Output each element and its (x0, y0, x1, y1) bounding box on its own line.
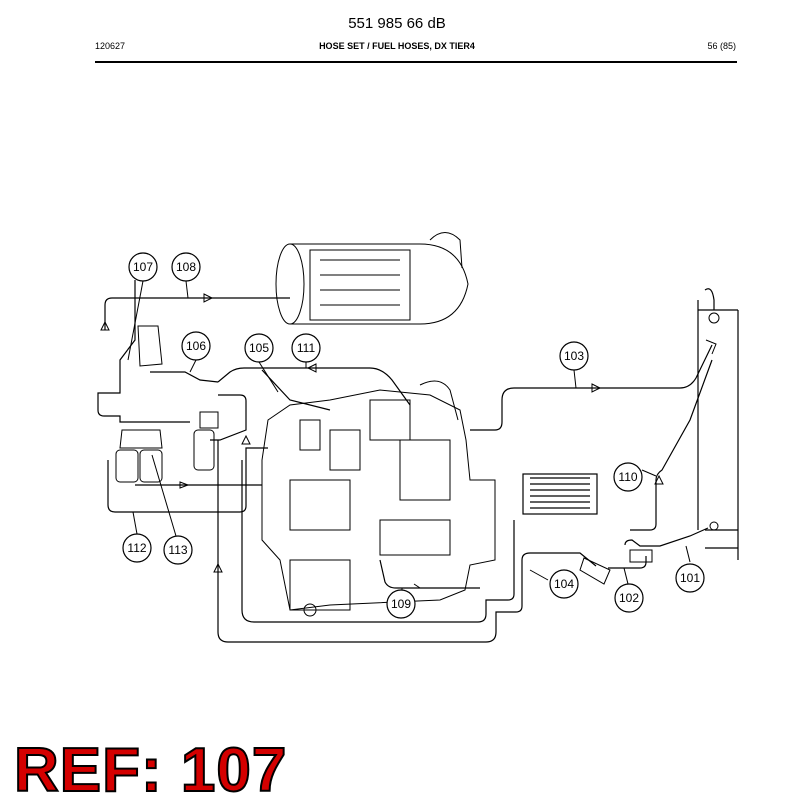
svg-text:113: 113 (168, 543, 187, 557)
svg-text:103: 103 (564, 349, 584, 363)
hose-lines (97, 280, 739, 643)
fuel-filters (115, 325, 219, 483)
callout-102: 102 (614, 583, 644, 613)
callout-105: 105 (244, 333, 274, 363)
svg-text:105: 105 (249, 341, 269, 355)
hose-105 (210, 394, 247, 441)
date-code: 120627 (95, 41, 126, 51)
hose-105b (261, 369, 331, 411)
svg-text:104: 104 (554, 577, 574, 591)
callout-108: 108 (171, 252, 201, 282)
hose-103 (470, 344, 713, 431)
callout-112: 112 (122, 533, 152, 563)
hose-109 (241, 460, 515, 623)
tank-pipe (704, 288, 715, 310)
svg-text:108: 108 (176, 260, 196, 274)
hose-106 (150, 371, 219, 383)
hose-104 (560, 552, 597, 567)
svg-text:111: 111 (297, 341, 316, 355)
svg-text:112: 112 (127, 541, 146, 555)
callouts: 107 108 106 105 111 103 110 112 (122, 252, 705, 619)
hose-101 (624, 527, 709, 547)
hose-112 (107, 447, 268, 513)
hose-return-loop (217, 440, 560, 643)
hose-110 (630, 359, 713, 531)
callout-103: 103 (559, 341, 589, 371)
callout-leaders (127, 280, 691, 590)
engine-block (261, 380, 496, 617)
callout-107: 107 (128, 252, 158, 282)
cooler-fins (530, 477, 590, 509)
connectors (579, 312, 720, 585)
reference-label: REF: 107 (13, 736, 288, 805)
page-number: 56 (85) (707, 41, 736, 51)
aftertreatment-unit (275, 232, 469, 325)
svg-text:106: 106 (186, 339, 206, 353)
hose-108 (104, 297, 290, 330)
callout-104: 104 (549, 569, 579, 599)
flow-arrows (100, 293, 664, 589)
hose-107 (119, 280, 136, 375)
svg-text:109: 109 (391, 597, 411, 611)
tank-outline (697, 300, 739, 560)
document-number: 551 985 66 dB (348, 15, 446, 32)
callout-101: 101 (675, 563, 705, 593)
section-title: HOSE SET / FUEL HOSES, DX TIER4 (319, 41, 475, 51)
callout-109: 109 (386, 589, 416, 619)
svg-text:101: 101 (680, 571, 700, 585)
callout-110: 110 (613, 462, 643, 492)
hose-109b (379, 559, 480, 589)
callout-106: 106 (181, 331, 211, 361)
svg-text:107: 107 (133, 260, 153, 274)
svg-text:102: 102 (619, 591, 639, 605)
callout-111: 111 (291, 333, 321, 363)
hose-111 (217, 367, 411, 406)
cooler-element (522, 473, 598, 515)
svg-text:110: 110 (618, 470, 637, 484)
hose-left-loop (97, 375, 190, 423)
header-rule (95, 61, 737, 63)
callout-113: 113 (163, 535, 193, 565)
